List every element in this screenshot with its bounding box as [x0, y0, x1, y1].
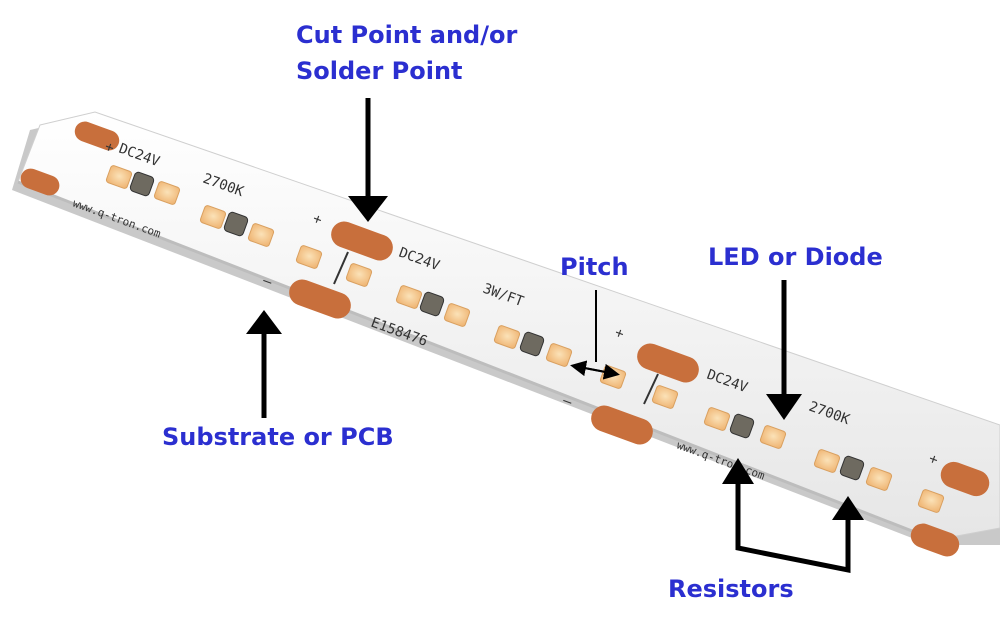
pitch-label: Pitch [560, 253, 629, 281]
led-diode [917, 489, 945, 513]
led-diode [153, 181, 181, 205]
led-label: LED or Diode [708, 243, 883, 271]
led-diode [247, 223, 275, 247]
led-diode [651, 385, 679, 409]
led-diode [545, 343, 573, 367]
resistor [729, 413, 755, 439]
led-diode [345, 263, 373, 287]
led-diode [813, 449, 841, 473]
copper-pads [20, 121, 990, 557]
resistor [519, 331, 545, 357]
cut-lines [333, 251, 659, 405]
led-diode [105, 165, 133, 189]
cut-point-arrow [348, 98, 388, 222]
resistors [129, 171, 865, 481]
resistor [129, 171, 155, 197]
substrate-arrow [246, 310, 282, 418]
cut-point-label-line2: Solder Point [296, 57, 463, 85]
resistors-label: Resistors [668, 575, 794, 603]
substrate-label: Substrate or PCB [162, 423, 394, 451]
led-diode [865, 467, 893, 491]
led-diode [395, 285, 423, 309]
led-diode [199, 205, 227, 229]
cut-point-label-line1: Cut Point and/or [296, 21, 518, 49]
pitch-arrow [570, 290, 620, 380]
led-diode [703, 407, 731, 431]
resistor [223, 211, 249, 237]
led-diode [295, 245, 323, 269]
led-chips [105, 165, 945, 513]
led-diode [443, 303, 471, 327]
led-arrow [766, 280, 802, 420]
annotation-arrows [246, 98, 864, 574]
resistor [419, 291, 445, 317]
resistors-bracket-arrow [722, 458, 864, 574]
cut-pad-bottom [289, 279, 351, 319]
resistor [839, 455, 865, 481]
led-diode [493, 325, 521, 349]
cut-pad-top [331, 221, 393, 261]
led-diode [759, 425, 787, 449]
